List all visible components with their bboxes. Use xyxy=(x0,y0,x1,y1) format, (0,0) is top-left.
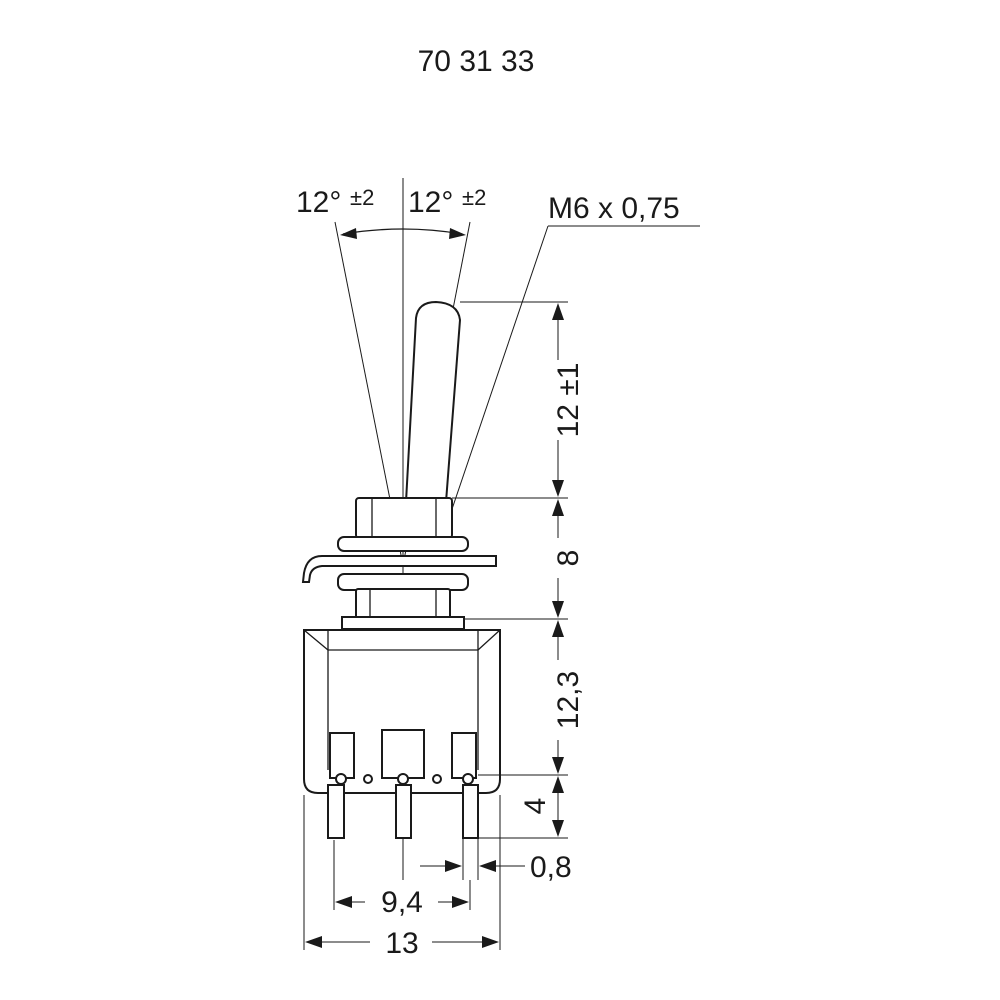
pin-left xyxy=(327,784,345,839)
part-number: 70 31 33 xyxy=(418,45,535,78)
svg-text:±2: ±2 xyxy=(350,185,374,210)
dim-body-height-label: 12,3 xyxy=(552,671,585,729)
angle-label-right: 12° ±2 xyxy=(408,185,486,219)
dim-bushing-height-label: 8 xyxy=(552,550,585,567)
frame-corner xyxy=(477,629,501,651)
dim-lever-height-label: 12 ±1 xyxy=(552,363,585,438)
terminal-dot xyxy=(335,773,347,785)
angle-arrow-left xyxy=(340,228,357,239)
angle-arrow-right xyxy=(449,228,466,239)
terminal-dot xyxy=(462,773,474,785)
svg-text:±2: ±2 xyxy=(462,185,486,210)
dim-pin-length-label: 4 xyxy=(519,798,552,815)
dim-pin-length: 4 xyxy=(519,776,564,837)
thread-label: M6 x 0,75 xyxy=(548,192,680,225)
dim-bushing-height: 8 xyxy=(552,499,585,618)
washer-upper xyxy=(337,536,469,552)
terminal-dot xyxy=(397,773,409,785)
thread-leader xyxy=(449,225,549,516)
dim-pin-width-label: 0,8 xyxy=(530,851,572,884)
terminal-block xyxy=(381,729,425,779)
angle-label-left: 12° ±2 xyxy=(296,185,374,219)
terminal-block xyxy=(451,732,477,779)
pin-center xyxy=(395,784,412,839)
hex-nut-top xyxy=(355,497,453,539)
dim-pin-pitch: 9,4 xyxy=(333,840,471,919)
dim-body-height: 12,3 xyxy=(552,620,585,774)
svg-text:12°: 12° xyxy=(408,186,453,219)
pin-right xyxy=(462,784,479,839)
dim-pin-width: 0,8 xyxy=(420,838,572,884)
dim-pin-pitch-label: 9,4 xyxy=(381,886,423,919)
dim-body-width-label: 13 xyxy=(385,927,418,960)
terminal-dot xyxy=(432,774,442,784)
dim-body-width: 13 xyxy=(303,795,501,960)
terminal-block xyxy=(329,732,355,779)
locking-plate xyxy=(301,555,497,583)
svg-text:12°: 12° xyxy=(296,186,341,219)
lever xyxy=(404,300,462,503)
washer-lower xyxy=(337,573,469,591)
dim-lever-height: 12 ±1 xyxy=(552,303,585,497)
body-collar xyxy=(341,616,465,630)
frame-corner xyxy=(303,629,329,651)
terminal-dot xyxy=(363,774,373,784)
